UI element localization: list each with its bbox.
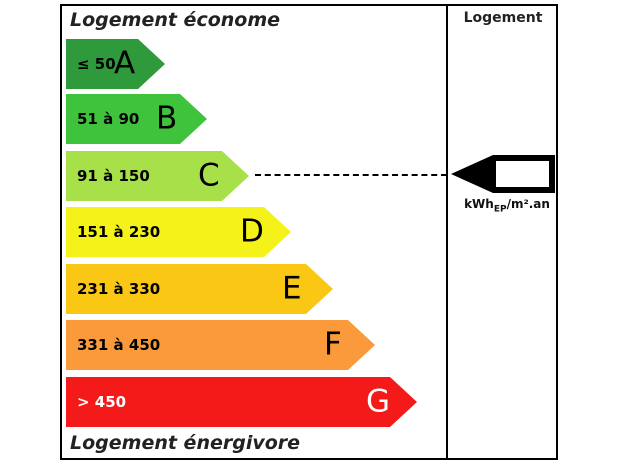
- band-arrow-b: [66, 94, 207, 144]
- band-letter: B: [156, 100, 178, 137]
- band-shape: [66, 39, 165, 89]
- unit-subscript: EP: [493, 204, 507, 215]
- logement-column-header: Logement: [463, 10, 543, 26]
- unit-label: kWhEP/m².an: [448, 197, 566, 214]
- top-title: Logement économe: [70, 9, 281, 31]
- column-divider: [446, 4, 448, 460]
- marker-value-box: [496, 161, 549, 187]
- band-letter: C: [198, 157, 220, 194]
- unit-main: kWh: [464, 197, 494, 211]
- band-letter: G: [366, 383, 391, 420]
- band-range-label: 331 à 450: [77, 336, 161, 354]
- band-arrow-g: [66, 377, 417, 427]
- band-letter: E: [282, 270, 302, 307]
- band-arrow-f: [66, 320, 375, 370]
- marker-value: [496, 161, 549, 187]
- energy-band-c: 91 à 150 C: [66, 151, 249, 201]
- band-shape: [66, 94, 207, 144]
- class-indicator-dashed-line: [255, 174, 447, 176]
- band-shape: [66, 320, 375, 370]
- band-range-label: 51 à 90: [77, 110, 140, 128]
- energy-band-f: 331 à 450 F: [66, 320, 375, 370]
- band-letter: A: [114, 45, 136, 82]
- energy-band-e: 231 à 330 E: [66, 264, 333, 314]
- band-range-label: > 450: [77, 393, 127, 411]
- band-arrow-e: [66, 264, 333, 314]
- band-range-label: ≤ 50: [77, 55, 116, 73]
- energy-band-b: 51 à 90 B: [66, 94, 207, 144]
- band-range-label: 231 à 330: [77, 280, 161, 298]
- unit-tail: /m².an: [506, 197, 550, 211]
- band-shape: [66, 377, 417, 427]
- value-marker-arrow: [449, 153, 557, 199]
- energy-band-d: 151 à 230 D: [66, 207, 291, 257]
- band-shape: [66, 207, 291, 257]
- band-shape: [66, 151, 249, 201]
- band-arrow-c: [66, 151, 249, 201]
- band-letter: D: [240, 213, 264, 250]
- band-arrow-d: [66, 207, 291, 257]
- band-range-label: 91 à 150: [77, 167, 150, 185]
- bottom-title: Logement énergivore: [70, 432, 301, 454]
- band-range-label: 151 à 230: [77, 223, 161, 241]
- band-shape: [66, 264, 333, 314]
- band-letter: F: [324, 326, 342, 363]
- energy-band-g: > 450 G: [66, 377, 417, 427]
- band-arrow-a: [66, 39, 165, 89]
